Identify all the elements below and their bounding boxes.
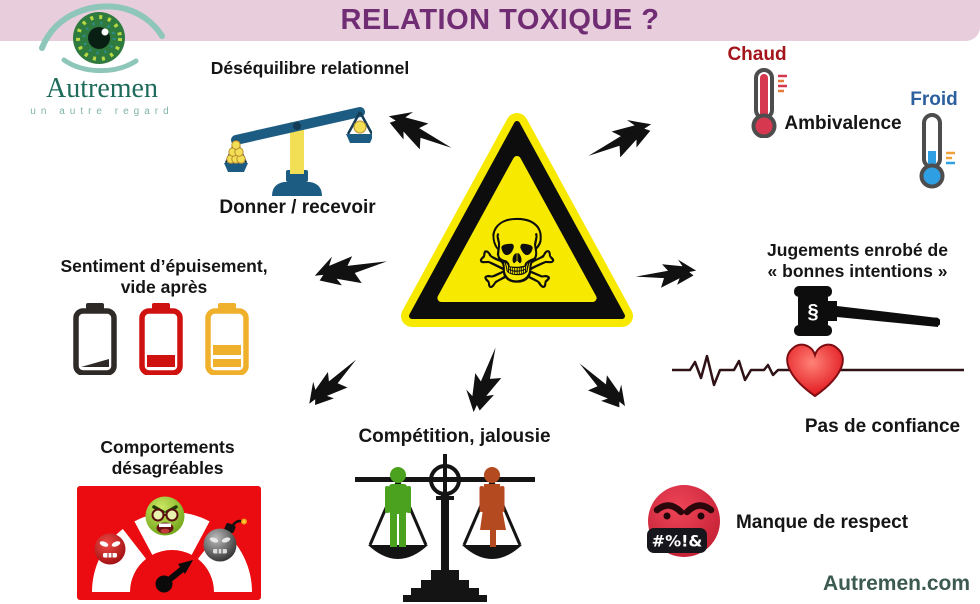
swear-symbols-text: #%!& [652, 532, 703, 551]
angry-red-emoji-icon [94, 533, 126, 565]
brand-tagline: un autre regard [30, 106, 174, 117]
heartbeat-heart-icon [672, 343, 964, 398]
gavel-icon: § [794, 286, 940, 336]
page-title: RELATION TOXIQUE ? [340, 4, 660, 36]
bomb-emoji-icon [203, 518, 247, 562]
lightning-icon [569, 352, 636, 418]
competition-title: Compétition, jalousie [358, 426, 551, 447]
people-justice-scale-icon [355, 454, 535, 602]
lightning-icon [459, 342, 511, 418]
behaviors-title: Comportements désagréables [100, 437, 235, 478]
empty-batteries-icon [73, 303, 249, 375]
eye-icon [39, 3, 165, 74]
angry-green-emoji-icon [145, 496, 185, 536]
gauge-needle [155, 560, 193, 593]
imbalance-title: Déséquilibre relationnel [210, 58, 410, 78]
judgments-title: Jugements enrobé de « bonnes intentions … [767, 240, 948, 281]
ambivalence-label: Ambivalence [784, 113, 902, 134]
paragraph-icon: § [807, 301, 818, 323]
poison-warning-icon: ☠ [401, 113, 633, 327]
cold-thermometer-icon [919, 113, 955, 189]
red-person-icon [479, 467, 506, 547]
exhaustion-title: Sentiment d’épuisement, vide après [60, 256, 268, 297]
no-trust-caption: Pas de confiance [804, 416, 961, 437]
lightning-icon [309, 244, 392, 293]
disrespect-label: Manque de respect [735, 512, 909, 533]
lightning-icon [299, 348, 367, 415]
lightning-icon [580, 110, 659, 171]
cold-label: Froid [910, 89, 958, 110]
cursing-emoji-icon: #%!& [647, 485, 720, 557]
hot-label: Chaud [727, 44, 787, 65]
brand-logo: Autremen un autre regard [10, 2, 194, 117]
unbalanced-scale-icon [224, 107, 372, 196]
skull-icon: ☠ [474, 199, 560, 311]
anger-gauge-icon [77, 486, 261, 600]
hot-thermometer-icon [751, 68, 787, 138]
brand-name: Autremen [46, 73, 158, 104]
green-person-icon [385, 467, 411, 547]
imbalance-caption: Donner / recevoir [219, 197, 376, 218]
website-text: Autremen.com [822, 572, 970, 595]
lightning-icon [633, 257, 699, 290]
lightning-icon [380, 102, 459, 163]
